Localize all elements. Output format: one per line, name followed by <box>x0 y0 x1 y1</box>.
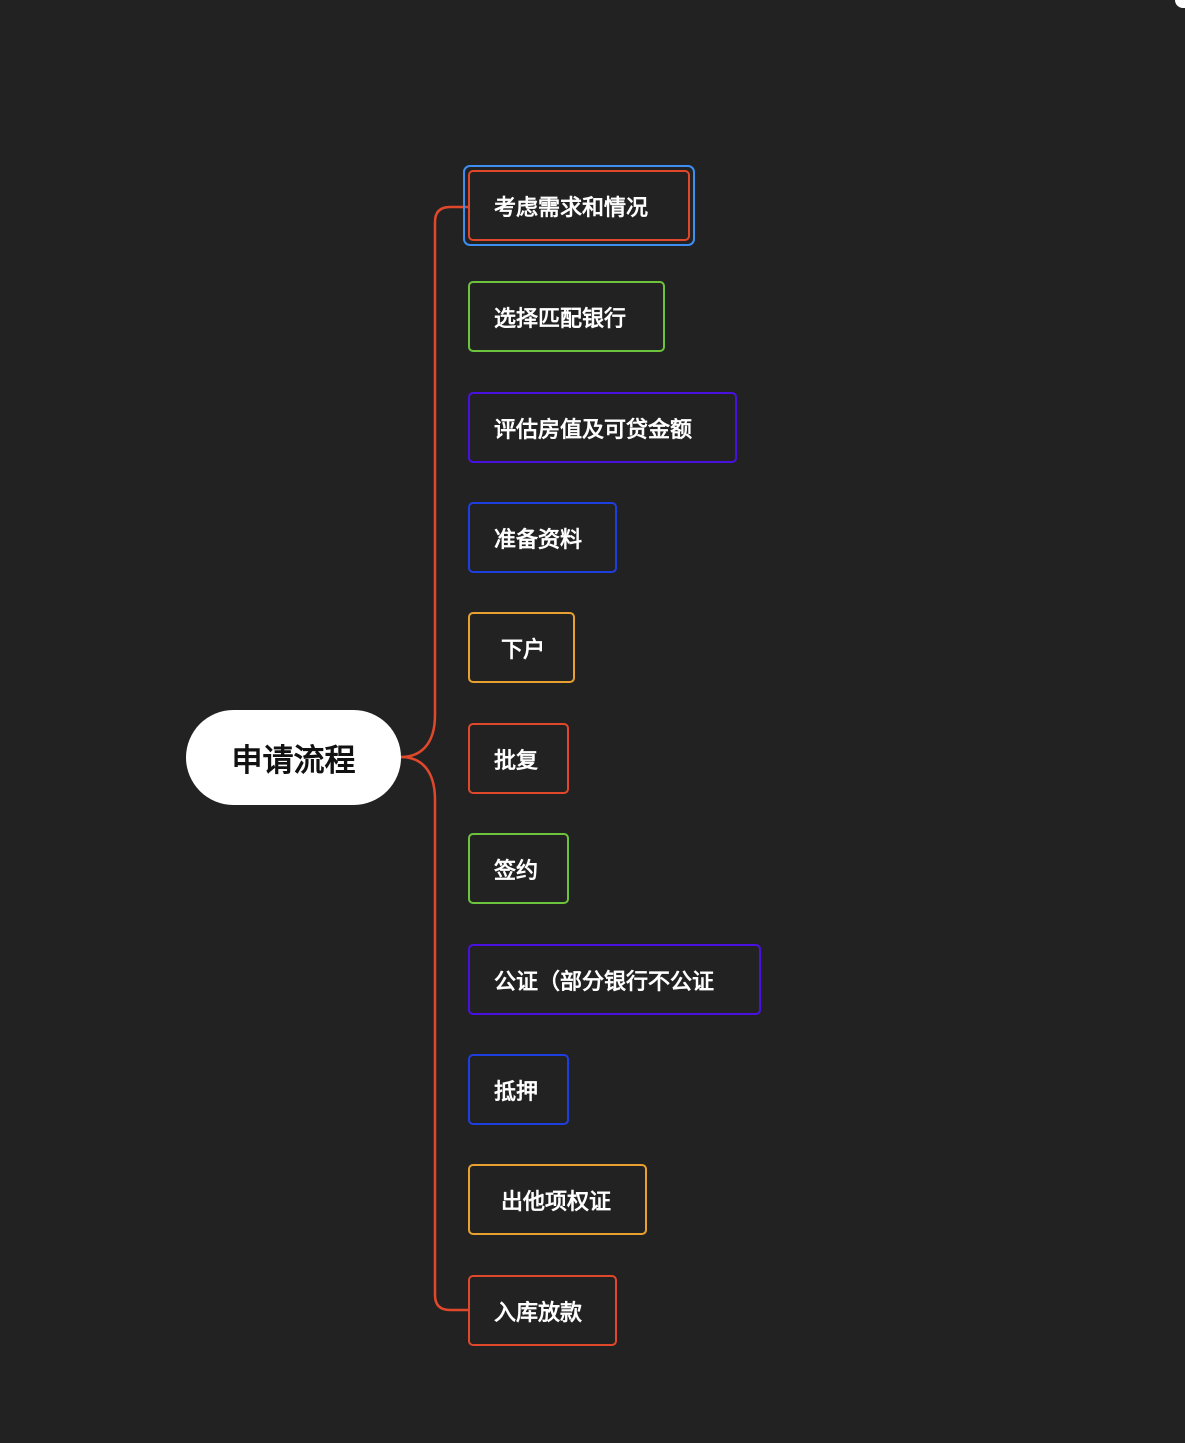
node-label: 下户 <box>501 637 546 663</box>
node-label: 出他项权证 <box>501 1189 612 1215</box>
node-consider-needs[interactable]: 考虑需求和情况 <box>468 170 690 241</box>
node-label: 签约 <box>494 858 539 884</box>
node-approval[interactable]: 批复 <box>468 723 569 794</box>
root-label: 申请流程 <box>231 743 356 779</box>
node-mortgage[interactable]: 抵押 <box>468 1054 569 1125</box>
selection-outline <box>463 165 695 246</box>
node-label: 入库放款 <box>494 1300 583 1326</box>
node-loan-release[interactable]: 入库放款 <box>468 1275 617 1346</box>
node-choose-bank[interactable]: 选择匹配银行 <box>468 281 665 352</box>
node-site-visit[interactable]: 下户 <box>468 612 575 683</box>
node-label: 选择匹配银行 <box>494 306 627 332</box>
connector-branch-down <box>400 755 468 1312</box>
node-label: 考虑需求和情况 <box>494 195 649 221</box>
connector-branch-up <box>400 205 468 759</box>
window-corner <box>1175 0 1185 8</box>
node-label: 准备资料 <box>494 527 583 553</box>
node-prepare-docs[interactable]: 准备资料 <box>468 502 617 573</box>
node-evaluate-property[interactable]: 评估房值及可贷金额 <box>468 392 737 463</box>
node-sign[interactable]: 签约 <box>468 833 569 904</box>
node-notarize[interactable]: 公证（部分银行不公证 <box>468 944 761 1015</box>
node-label: 评估房值及可贷金额 <box>494 417 693 443</box>
root-node[interactable]: 申请流程 <box>186 710 401 805</box>
node-certificate[interactable]: 出他项权证 <box>468 1164 647 1235</box>
node-label: 批复 <box>494 748 539 774</box>
node-label: 公证（部分银行不公证 <box>494 969 715 995</box>
node-label: 抵押 <box>494 1079 539 1105</box>
